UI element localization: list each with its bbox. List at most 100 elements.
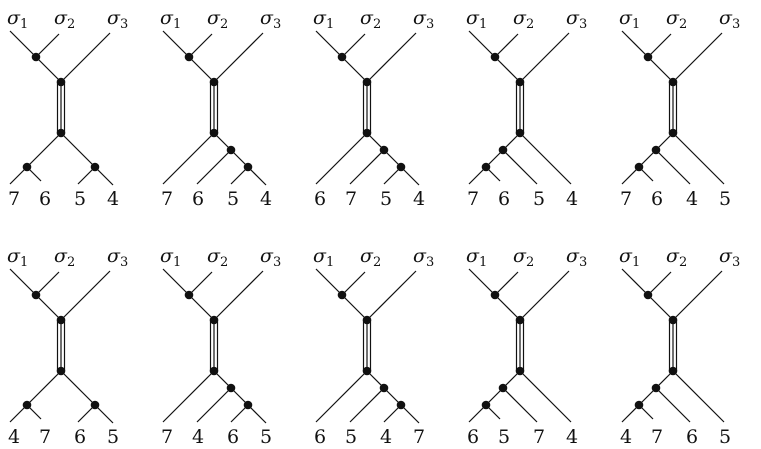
- edge: [26, 132, 62, 168]
- sigma-1-label: σ1: [160, 7, 181, 32]
- leaf-label: 4: [686, 188, 698, 210]
- edge: [315, 30, 343, 58]
- vertex: [634, 162, 644, 172]
- vertex: [337, 290, 347, 300]
- edge: [494, 33, 519, 58]
- leaf-label: 4: [620, 426, 632, 448]
- vertex: [634, 400, 644, 410]
- leaf-label: 6: [467, 426, 479, 448]
- leaf-label: 7: [345, 188, 357, 210]
- leaf-label: 5: [227, 188, 239, 210]
- edge: [366, 270, 417, 321]
- sigma-2-label: σ2: [207, 7, 228, 32]
- vertex: [22, 400, 32, 410]
- vertex: [396, 162, 406, 172]
- leaf-label: 7: [467, 188, 479, 210]
- leaf-label: 4: [107, 188, 119, 210]
- vertex: [226, 383, 236, 393]
- edge: [655, 149, 691, 185]
- edge: [341, 56, 368, 83]
- leaf-label: 6: [686, 426, 698, 448]
- edge: [26, 370, 62, 406]
- edge: [188, 33, 213, 58]
- edge: [655, 387, 691, 423]
- leaf-label: 7: [413, 426, 425, 448]
- leaf-label: 7: [161, 426, 173, 448]
- vertex: [31, 52, 41, 62]
- vertex: [184, 290, 194, 300]
- sigma-2-label: σ2: [54, 7, 75, 32]
- leaf-label: 4: [380, 426, 392, 448]
- edge: [502, 387, 538, 423]
- edge: [162, 370, 215, 423]
- vertex: [481, 400, 491, 410]
- vertex: [396, 400, 406, 410]
- sigma-1-label: σ1: [619, 7, 640, 32]
- vertex: [379, 383, 389, 393]
- leaf-label: 5: [380, 188, 392, 210]
- leaf-label: 5: [533, 188, 545, 210]
- edge: [468, 30, 496, 58]
- edge: [162, 30, 190, 58]
- leaf-label: 7: [161, 188, 173, 210]
- leaf-label: 6: [227, 426, 239, 448]
- edge: [672, 370, 725, 423]
- vertex: [490, 290, 500, 300]
- vertex: [243, 162, 253, 172]
- edge: [35, 33, 60, 58]
- leaf-label: 5: [498, 426, 510, 448]
- sigma-1-label: σ1: [466, 7, 487, 32]
- edge: [35, 271, 60, 296]
- sigma-2-label: σ2: [513, 245, 534, 270]
- edge: [366, 32, 417, 83]
- vertex: [379, 145, 389, 155]
- sigma-3-label: σ3: [413, 7, 434, 32]
- sigma-2-label: σ2: [666, 7, 687, 32]
- edge: [502, 149, 538, 185]
- leaf-label: 7: [8, 188, 20, 210]
- edge: [213, 270, 264, 321]
- sigma-2-label: σ2: [666, 245, 687, 270]
- edge: [196, 387, 232, 423]
- sigma-1-label: σ1: [313, 245, 334, 270]
- sigma-2-label: σ2: [207, 245, 228, 270]
- leaf-label: 5: [107, 426, 119, 448]
- sigma-3-label: σ3: [566, 245, 587, 270]
- edge: [349, 149, 385, 185]
- edge: [60, 270, 111, 321]
- vertex: [643, 290, 653, 300]
- edge: [188, 294, 215, 321]
- edge: [213, 32, 264, 83]
- sigma-1-label: σ1: [7, 245, 28, 270]
- edge: [315, 268, 343, 296]
- sigma-3-label: σ3: [719, 7, 740, 32]
- sigma-2-label: σ2: [360, 7, 381, 32]
- vertex: [184, 52, 194, 62]
- vertex: [90, 400, 100, 410]
- leaf-label: 6: [498, 188, 510, 210]
- edge: [494, 271, 519, 296]
- sigma-2-label: σ2: [360, 245, 381, 270]
- edge: [519, 270, 570, 321]
- edge: [647, 56, 674, 83]
- leaf-label: 4: [8, 426, 20, 448]
- edge: [519, 370, 572, 423]
- edge: [647, 33, 672, 58]
- sigma-3-label: σ3: [719, 245, 740, 270]
- vertex: [31, 290, 41, 300]
- vertex: [22, 162, 32, 172]
- vertex: [481, 162, 491, 172]
- leaf-label: 6: [39, 188, 51, 210]
- vertex: [651, 145, 661, 155]
- sigma-1-label: σ1: [160, 245, 181, 270]
- sigma-3-label: σ3: [260, 7, 281, 32]
- leaf-label: 5: [719, 426, 731, 448]
- vertex: [651, 383, 661, 393]
- edge: [188, 56, 215, 83]
